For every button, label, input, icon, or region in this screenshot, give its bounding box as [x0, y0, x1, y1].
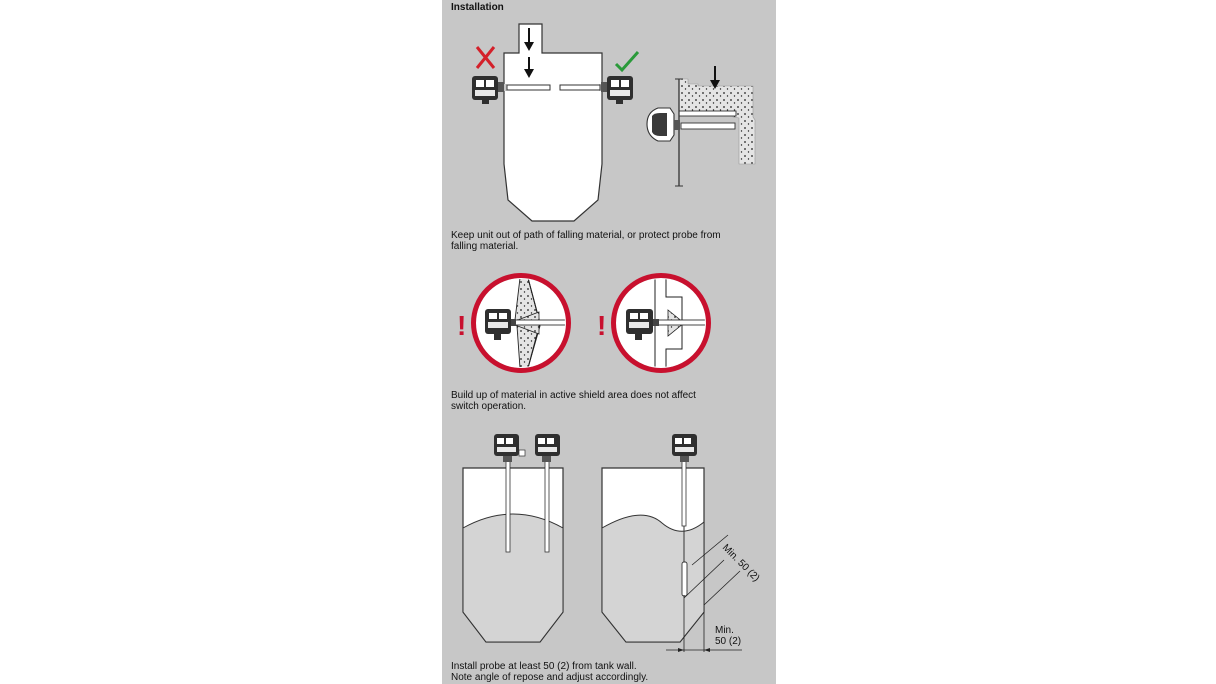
installation-panel: Installation	[442, 0, 776, 684]
dimension-angled-min: Min. 50 (2)	[720, 542, 762, 584]
dimension-lines	[666, 534, 742, 652]
caption-wall-distance: Install probe at least 50 (2) from tank …	[451, 661, 649, 683]
check-icon	[614, 51, 640, 73]
caption-build-up: Build up of material in active shield ar…	[451, 390, 696, 412]
buildup-conical-diagram	[471, 273, 571, 373]
tank-cable-probe	[601, 434, 705, 643]
section-title: Installation	[451, 2, 504, 13]
switch-head-correct	[601, 76, 633, 104]
dimension-horizontal-value: 50 (2)	[715, 636, 741, 647]
exclamation-icon: !	[597, 310, 606, 341]
caption-falling-material: Keep unit out of path of falling materia…	[451, 230, 721, 252]
tank-rigid-probes	[462, 434, 564, 643]
cross-icon	[475, 46, 496, 69]
exclamation-icon: !	[457, 310, 466, 341]
falling-material-arrow-icon	[710, 66, 720, 89]
buildup-nozzle-diagram	[611, 273, 711, 373]
protective-shield-diagram	[646, 66, 756, 187]
installation-diagrams: ! !	[457, 23, 762, 652]
falling-material-arrow-icon	[524, 28, 534, 78]
switch-head-wrong	[472, 76, 504, 104]
dimension-horizontal-min: Min.	[715, 625, 734, 636]
silo-diagram	[502, 23, 604, 222]
